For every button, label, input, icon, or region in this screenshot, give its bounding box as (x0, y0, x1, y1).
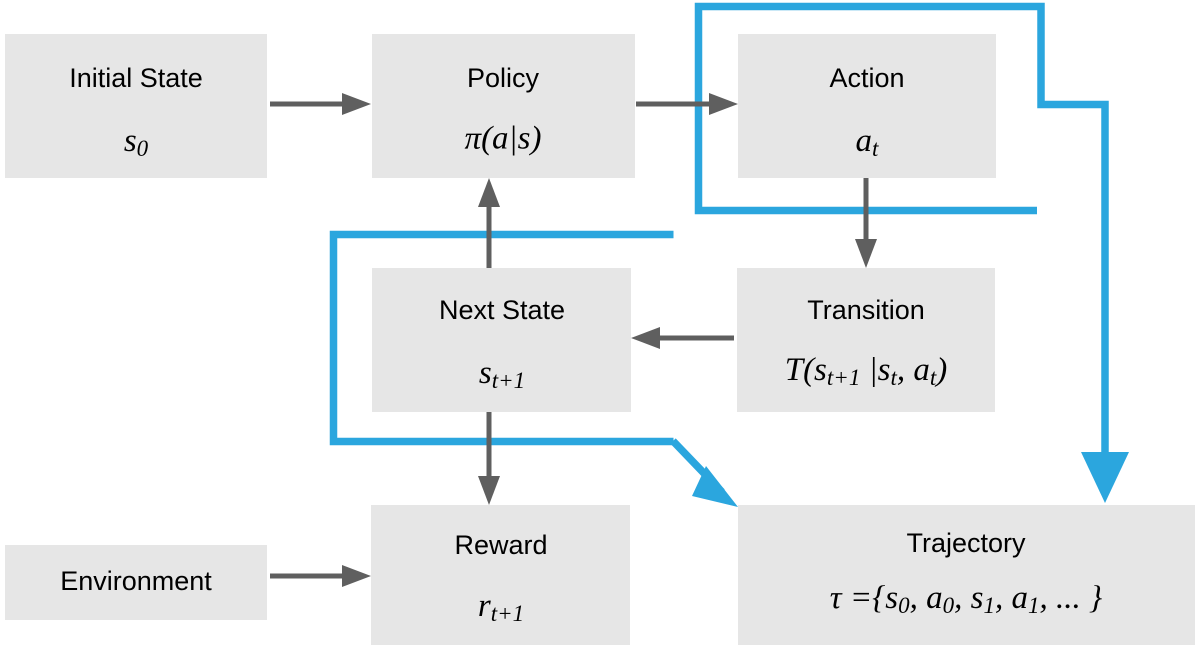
trajectory-math-s1: 1 (984, 593, 996, 618)
reward-math-sub: t+1 (491, 601, 524, 626)
trajectory-math-a0: 0 (943, 593, 955, 618)
next-state-highlight-frame (329, 230, 674, 446)
initial-state-label: Initial State (69, 63, 203, 93)
transition-math: T(st+1 |st, at) (785, 352, 948, 391)
trajectory-box[interactable] (738, 505, 1195, 645)
trajectory-math-a: , a (910, 580, 943, 616)
edge-action-to-trajectory (1037, 2, 1129, 503)
trajectory-math-s0: 0 (898, 593, 910, 618)
transition-math-s2: t (891, 365, 898, 390)
policy-label: Policy (467, 63, 540, 93)
node-action[interactable]: Action at (738, 34, 996, 178)
transition-math-p1: T(s (785, 352, 827, 388)
edge-transition-to-next-state (631, 327, 734, 349)
reward-math-base: r (478, 588, 491, 624)
reward-label: Reward (454, 530, 547, 560)
trajectory-math-tau: τ ={s (830, 580, 898, 616)
next-state-box[interactable] (372, 268, 631, 412)
node-reward[interactable]: Reward rt+1 (371, 505, 630, 645)
policy-math: π(a|s) (465, 121, 542, 157)
next-state-math-base: s (479, 355, 492, 391)
edge-environment-to-reward (270, 565, 371, 587)
action-math: at (856, 123, 880, 162)
edge-next-state-to-trajectory (670, 438, 738, 507)
action-math-sub: t (872, 136, 879, 161)
transition-math-s1: t+1 (827, 365, 860, 390)
policy-box[interactable] (372, 34, 635, 178)
node-next-state[interactable]: Next State st+1 (372, 268, 631, 412)
environment-label: Environment (60, 566, 212, 596)
transition-box[interactable] (737, 268, 995, 412)
action-box[interactable] (738, 34, 996, 178)
edge-initial-state-to-policy (270, 93, 371, 115)
transition-label: Transition (807, 295, 925, 325)
environment-box[interactable] (5, 545, 267, 620)
transition-math-p3: , a (897, 352, 930, 388)
node-transition[interactable]: Transition T(st+1 |st, at) (737, 268, 995, 412)
trajectory-math-a1: 1 (1028, 593, 1040, 618)
next-state-math: st+1 (479, 355, 525, 394)
edge-next-state-to-policy (478, 178, 500, 268)
action-math-base: a (856, 123, 873, 159)
trajectory-label: Trajectory (906, 528, 1026, 558)
trajectory-math-end: , ... } (1040, 580, 1103, 616)
reward-box[interactable] (371, 505, 630, 645)
trajectory-math-s: , s (954, 580, 983, 616)
trajectory-math-a2: , a (995, 580, 1028, 616)
node-policy[interactable]: Policy π(a|s) (372, 34, 635, 178)
edge-action-to-transition (855, 178, 877, 268)
initial-state-box[interactable] (5, 34, 267, 178)
transition-math-p2: |s (860, 352, 890, 388)
action-label: Action (829, 63, 904, 93)
initial-state-math-sub: 0 (137, 136, 149, 161)
reward-math: rt+1 (478, 588, 524, 627)
node-trajectory[interactable]: Trajectory τ ={s0, a0, s1, a1, ... } (738, 505, 1195, 645)
next-state-label: Next State (439, 295, 565, 325)
transition-math-s3: t (930, 365, 937, 390)
initial-state-math: s0 (124, 123, 149, 162)
next-state-math-sub: t+1 (492, 368, 525, 393)
transition-math-p4: ) (934, 352, 947, 388)
node-initial-state[interactable]: Initial State s0 (5, 34, 267, 178)
edge-next-state-to-reward (478, 411, 500, 505)
edge-policy-to-action (636, 93, 738, 115)
trajectory-math: τ ={s0, a0, s1, a1, ... } (830, 580, 1102, 619)
node-environment[interactable]: Environment (5, 545, 267, 620)
initial-state-math-base: s (124, 123, 137, 159)
